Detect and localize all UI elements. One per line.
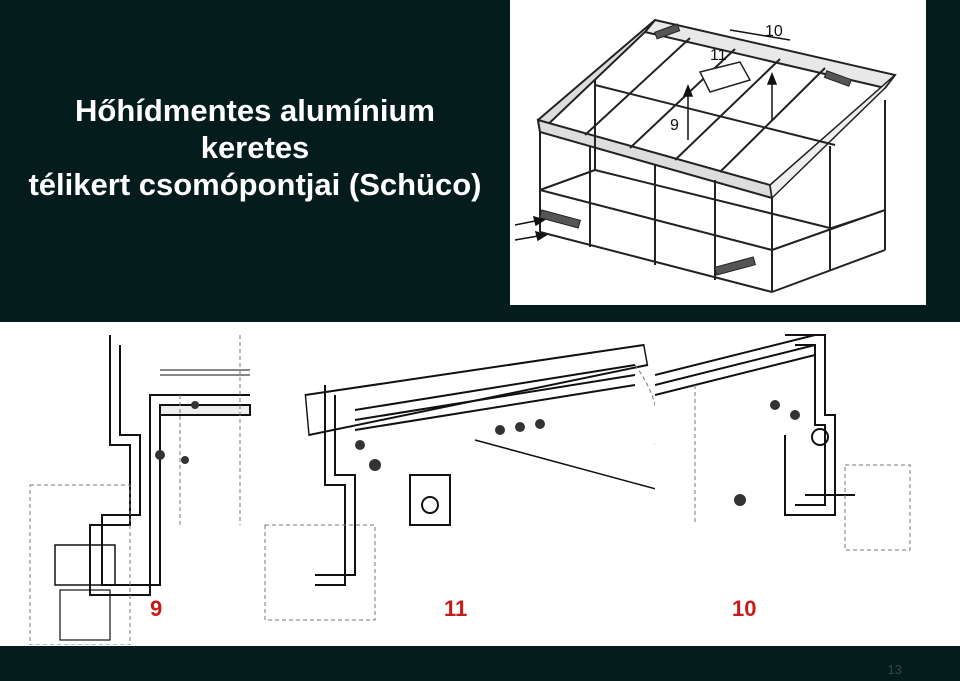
label-detail-11: 11 bbox=[444, 596, 468, 621]
section-detail-9 bbox=[29, 335, 251, 645]
label-detail-9: 9 bbox=[150, 596, 163, 621]
page-number: 13 bbox=[887, 662, 902, 677]
callout-11: 11 bbox=[710, 47, 727, 64]
callout-9: 9 bbox=[670, 117, 679, 134]
conservatory-frame-svg: 10 11 9 bbox=[514, 18, 897, 293]
title-line-3: télikert csomópontjai (Schüco) bbox=[28, 167, 482, 202]
callout-10: 10 bbox=[765, 23, 783, 40]
footer-band bbox=[0, 646, 960, 681]
slide-title: Hőhídmentes alumínium keretes télikert c… bbox=[10, 92, 500, 203]
label-detail-10: 10 bbox=[732, 596, 757, 621]
section-detail-11 bbox=[264, 343, 655, 621]
title-line-2: keretes bbox=[200, 130, 310, 165]
section-detail-10 bbox=[655, 334, 911, 551]
title-line-1: Hőhídmentes alumínium bbox=[75, 93, 435, 128]
conservatory-isometric-drawing: 10 11 9 bbox=[510, 0, 926, 305]
